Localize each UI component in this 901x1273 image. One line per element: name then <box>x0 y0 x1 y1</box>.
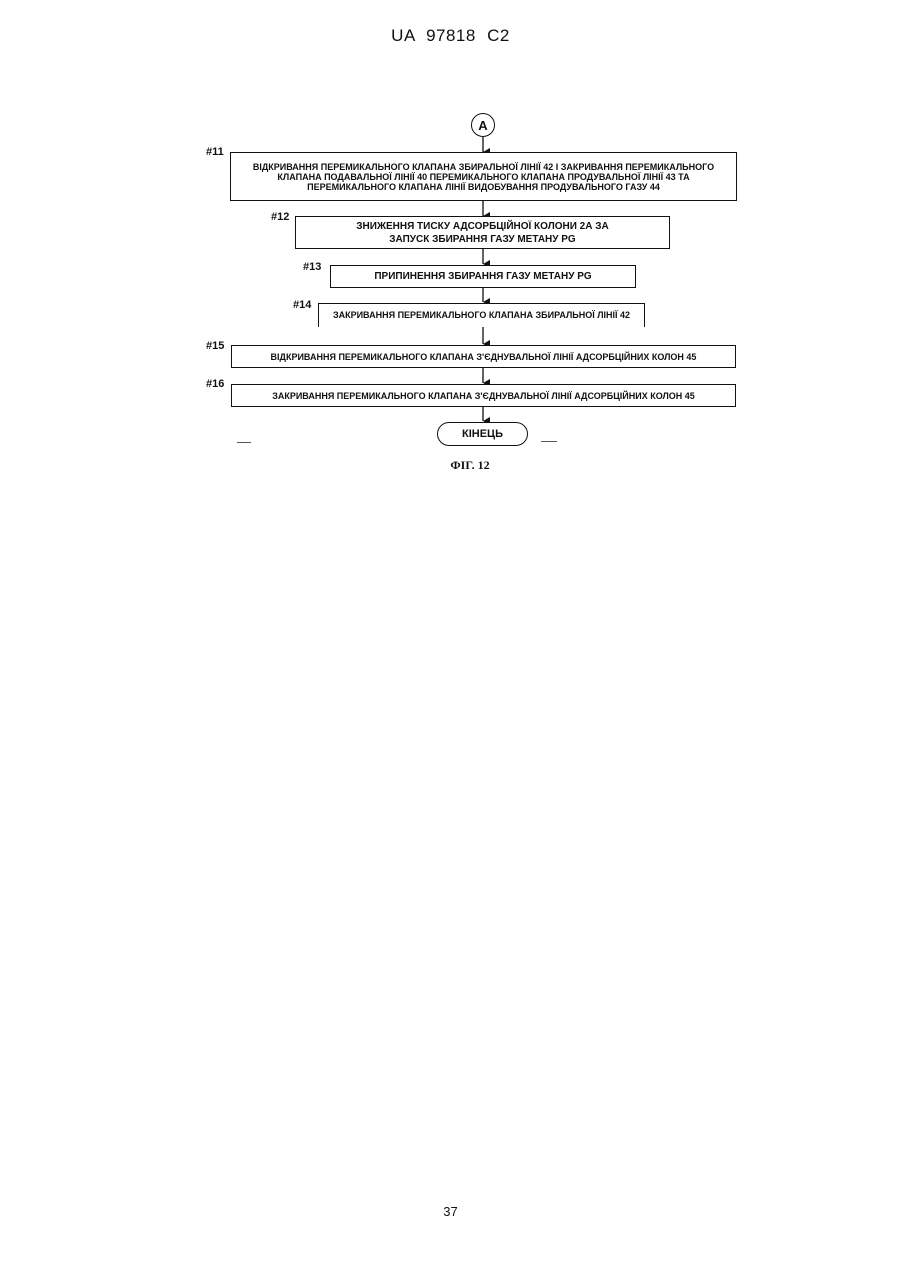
step-label-15: #15 <box>206 340 224 352</box>
patent-number-header: UA 97818 C2 <box>0 26 901 46</box>
step-label-13: #13 <box>303 261 321 273</box>
start-connector: A <box>471 113 495 137</box>
figure-caption: ФІГ. 12 <box>0 458 901 473</box>
step-box-14: ЗАКРИВАННЯ ПЕРЕМИКАЛЬНОГО КЛАПАНА ЗБИРАЛ… <box>318 303 645 327</box>
step-label-12: #12 <box>271 211 289 223</box>
step-box-11: ВІДКРИВАННЯ ПЕРЕМИКАЛЬНОГО КЛАПАНА ЗБИРА… <box>230 152 737 201</box>
step-box-15: ВІДКРИВАННЯ ПЕРЕМИКАЛЬНОГО КЛАПАНА З'ЄДН… <box>231 345 736 368</box>
step-label-11: #11 <box>206 146 224 158</box>
page-number: 37 <box>0 1204 901 1219</box>
step-box-12: ЗНИЖЕННЯ ТИСКУ АДСОРБЦІЙНОЇ КОЛОНИ 2А ЗА… <box>295 216 670 249</box>
decorative-dash-left <box>237 442 251 443</box>
step-label-14: #14 <box>293 299 311 311</box>
step-box-13: ПРИПИНЕННЯ ЗБИРАННЯ ГАЗУ МЕТАНУ PG <box>330 265 636 288</box>
step-label-16: #16 <box>206 378 224 390</box>
step-box-16: ЗАКРИВАННЯ ПЕРЕМИКАЛЬНОГО КЛАПАНА З'ЄДНУ… <box>231 384 736 407</box>
end-terminal: КІНЕЦЬ <box>437 422 528 446</box>
decorative-dash-right <box>541 441 557 442</box>
